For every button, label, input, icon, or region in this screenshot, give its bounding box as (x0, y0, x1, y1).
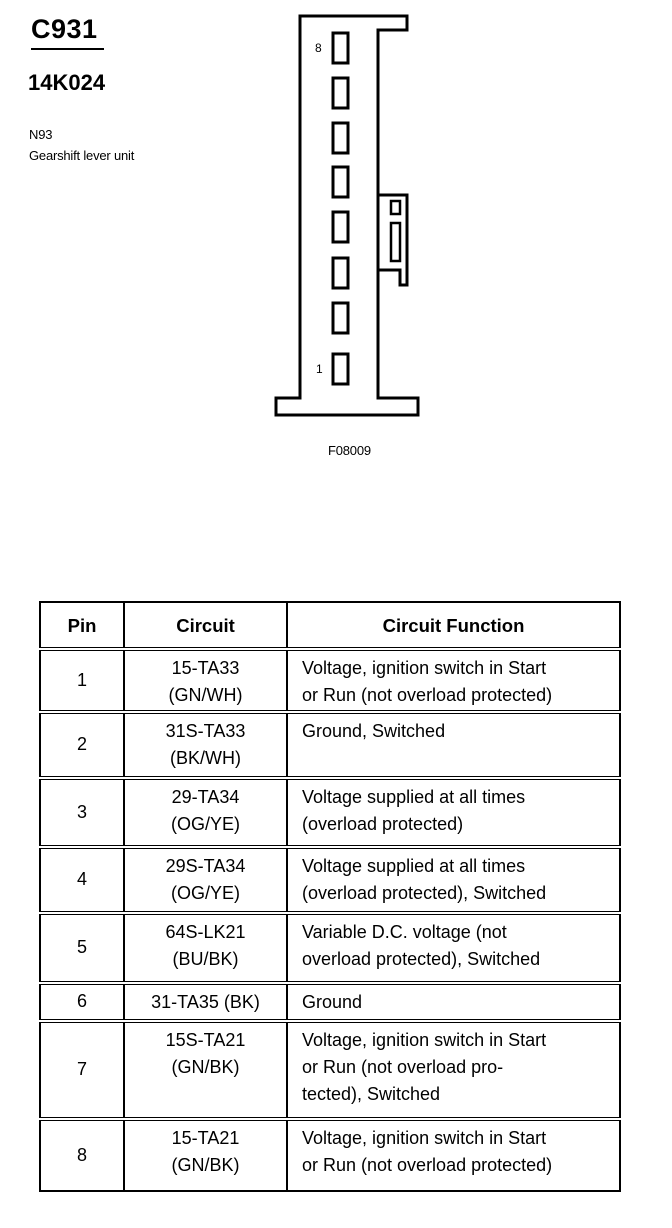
circuit-function-cell: Voltage, ignition switch in Start or Run … (286, 1117, 621, 1192)
connector-code-underline (31, 48, 104, 50)
figure-id: F08009 (328, 443, 371, 458)
circuit-function-text: tected), Switched (302, 1084, 441, 1104)
circuit-cell: 15-TA21 (GN/BK) (123, 1117, 288, 1192)
circuit-text: (OG/YE) (170, 883, 240, 903)
circuit-text: (GN/WH) (168, 685, 243, 705)
circuit-function-cell: Voltage supplied at all times (overload p… (286, 845, 621, 914)
locking-tab-window (389, 199, 402, 216)
circuit-text: 29S-TA34 (165, 856, 246, 876)
circuit-cell: 15S-TA21 (GN/BK) (123, 1019, 288, 1120)
pin-number: 1 (39, 647, 125, 713)
pin-cavity-5 (331, 165, 350, 199)
pin-number: 2 (39, 710, 125, 779)
pin-cavity-6 (331, 121, 350, 155)
component-name: Gearshift lever unit (29, 148, 135, 163)
circuit-function-text: (overload protected) (302, 814, 464, 834)
circuit-cell: 15-TA33 (GN/WH) (123, 647, 288, 713)
circuit-text: (GN/BK) (171, 1057, 240, 1077)
circuit-cell: 31-TA35 (BK) (123, 981, 288, 1022)
circuit-cell: 64S-LK21 (BU/BK) (123, 911, 288, 984)
circuit-text: 29-TA34 (171, 787, 240, 807)
circuit-function-text: Ground (302, 992, 363, 1012)
circuit-function-cell: Ground (286, 981, 621, 1022)
pin-cavity-4 (331, 210, 350, 244)
locking-tab (378, 193, 409, 287)
circuit-function-text: overload protected), Switched (302, 949, 541, 969)
circuit-function-text: Voltage, ignition switch in Start (302, 1128, 547, 1148)
pin-assignment-table: Pin Circuit Circuit Function 1 15-TA33 (GN… (39, 601, 621, 1192)
circuit-function-text: Voltage supplied at all times (302, 787, 526, 807)
circuit-text: 15-TA21 (171, 1128, 240, 1148)
part-number: 14K024 (28, 70, 106, 95)
table-row: 2 31S-TA33 (BK/WH) Ground, Switched (39, 710, 621, 779)
table-row: 3 29-TA34 (OG/YE) Voltage supplied at all t… (39, 776, 621, 848)
circuit-cell: 29S-TA34 (OG/YE) (123, 845, 288, 914)
circuit-function-text: Voltage, ignition switch in Start (302, 658, 547, 678)
pin-number: 8 (39, 1117, 125, 1192)
circuit-cell: 31S-TA33 (BK/WH) (123, 710, 288, 779)
connector-face-diagram: 8 1 (274, 14, 420, 417)
table-row: 1 15-TA33 (GN/WH) Voltage, ignition switch … (39, 647, 621, 713)
component-code: N93 (29, 127, 53, 142)
circuit-function-text: (overload protected), Switched (302, 883, 547, 903)
circuit-function-text: Ground, Switched (302, 721, 446, 741)
circuit-function-cell: Variable D.C. voltage (not overload prote… (286, 911, 621, 984)
table-row: 5 64S-LK21 (BU/BK) Variable D.C. voltage (n… (39, 911, 621, 984)
circuit-function-text: or Run (not overload protected) (302, 685, 553, 705)
pin-label-top: 8 (315, 41, 322, 55)
pin-cavity-7 (331, 76, 350, 110)
pin-cavity-2 (331, 301, 350, 335)
pin-cavity-3 (331, 256, 350, 290)
circuit-text: 15S-TA21 (165, 1030, 246, 1050)
header-circuit: Circuit (123, 601, 288, 650)
table-row: 6 31-TA35 (BK) Ground (39, 981, 621, 1022)
circuit-text: 31S-TA33 (165, 721, 246, 741)
pin-cavity-1 (331, 352, 350, 386)
pin-number: 4 (39, 845, 125, 914)
table-row: 4 29S-TA34 (OG/YE) Voltage supplied at all … (39, 845, 621, 914)
circuit-function-cell: Voltage, ignition switch in Start or Run … (286, 1019, 621, 1120)
connector-body (274, 14, 420, 417)
circuit-text: (BU/BK) (172, 949, 239, 969)
table-header-row: Pin Circuit Circuit Function (39, 601, 621, 650)
circuit-cell: 29-TA34 (OG/YE) (123, 776, 288, 848)
circuit-text: 31-TA35 (BK) (151, 992, 260, 1012)
pin-number: 3 (39, 776, 125, 848)
circuit-text: (GN/BK) (171, 1155, 240, 1175)
circuit-text: (BK/WH) (170, 748, 241, 768)
locking-tab-slot (389, 221, 402, 263)
circuit-function-cell: Voltage, ignition switch in Start or Run … (286, 647, 621, 713)
pin-number: 7 (39, 1019, 125, 1120)
circuit-function-text: or Run (not overload protected) (302, 1155, 553, 1175)
circuit-text: (OG/YE) (170, 814, 240, 834)
header-circuit-function: Circuit Function (286, 601, 621, 650)
pin-number: 6 (39, 981, 125, 1022)
pin-cavity-8 (331, 31, 350, 65)
circuit-function-text: Voltage, ignition switch in Start (302, 1030, 547, 1050)
circuit-function-text: Variable D.C. voltage (not (302, 922, 507, 942)
circuit-text: 64S-LK21 (165, 922, 246, 942)
circuit-text: 15-TA33 (171, 658, 240, 678)
pin-number: 5 (39, 911, 125, 984)
circuit-function-text: or Run (not overload pro- (302, 1057, 504, 1077)
circuit-function-text: Voltage supplied at all times (302, 856, 526, 876)
pin-label-bottom: 1 (316, 362, 323, 376)
connector-code: C931 (31, 14, 98, 44)
table-row: 7 15S-TA21 (GN/BK) Voltage, ignition switch… (39, 1019, 621, 1120)
header-pin: Pin (39, 601, 125, 650)
circuit-function-cell: Voltage supplied at all times (overload p… (286, 776, 621, 848)
table-row: 8 15-TA21 (GN/BK) Voltage, ignition switch … (39, 1117, 621, 1192)
circuit-function-cell: Ground, Switched (286, 710, 621, 779)
